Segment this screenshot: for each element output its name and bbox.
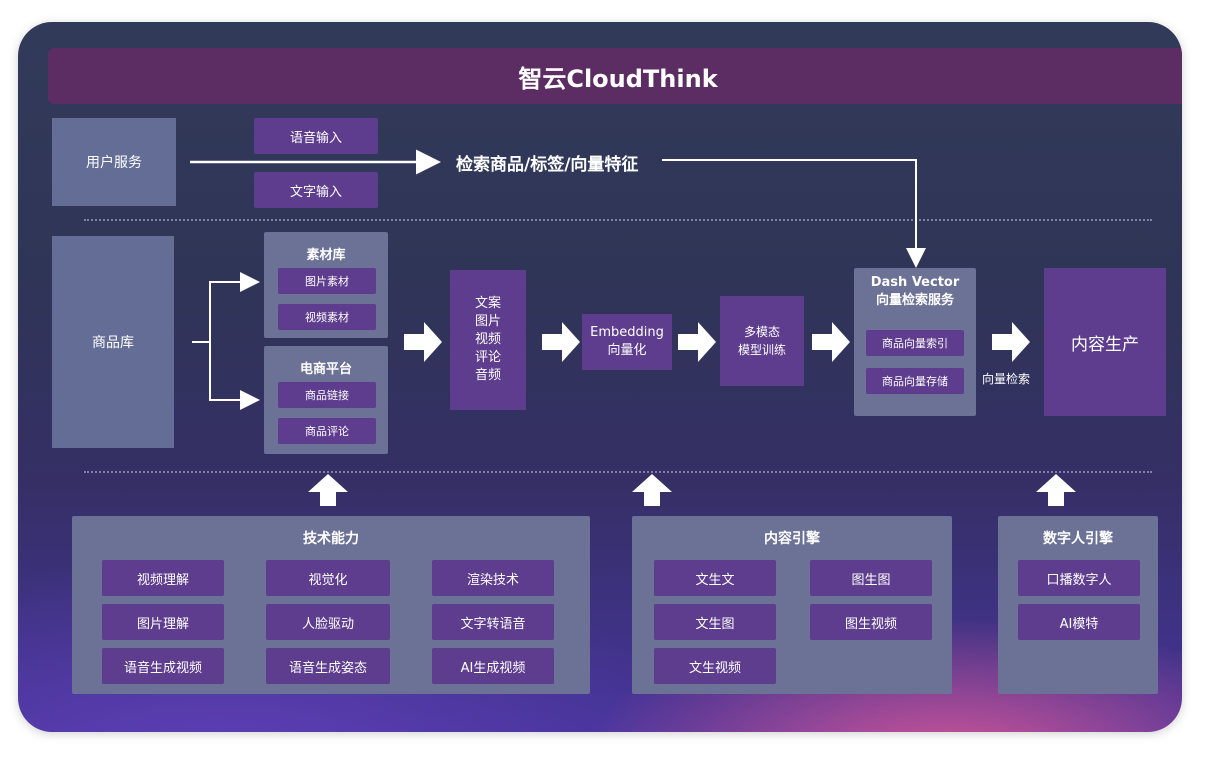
text-input-label: 文字输入 [289, 184, 342, 200]
divider-top [84, 219, 1152, 221]
product-link-label: 商品链接 [305, 389, 349, 402]
block-arrow-4 [812, 322, 850, 362]
embedding-label: Embedding [590, 325, 664, 340]
vector-storage-tag: 商品向量存储 [866, 368, 964, 394]
up-arrow-2 [632, 474, 672, 506]
tech-item-label: 文字转语音 [460, 616, 526, 632]
voice-input-box: 语音输入 [254, 118, 378, 154]
content-engine-item-3: 文生图 [654, 604, 776, 640]
dash-vector-title-2: 向量检索服务 [875, 293, 954, 308]
tech-capability-title: 技术能力 [303, 531, 359, 547]
content-engine-item-1: 文生文 [654, 560, 776, 596]
product-review-tag: 商品评论 [278, 418, 376, 444]
vector-search-label: 向量检索 [982, 372, 1031, 386]
digital-human-item-label: AI模特 [1059, 616, 1099, 632]
product-library-box: 商品库 [52, 236, 174, 448]
tech-item-9: AI生成视频 [432, 648, 554, 684]
up-arrow-3 [1036, 474, 1076, 506]
image-material-label: 图片素材 [305, 275, 349, 288]
user-service-box: 用户服务 [52, 118, 176, 206]
multimodal-label: 多模态 [743, 325, 780, 339]
content-engine-item-label: 图生图 [851, 572, 891, 588]
vector-index-label: 商品向量索引 [882, 337, 948, 350]
media-type-audio: 音频 [474, 368, 501, 383]
tech-item-7: 语音生成视频 [102, 648, 224, 684]
content-engine-item-label: 文生图 [695, 616, 735, 632]
diagram-frame: 智云CloudThink 用户服务 语音输入 文字输入 检索商品/标签/向量特征… [18, 22, 1182, 732]
digital-human-item-1: 口播数字人 [1018, 560, 1140, 596]
material-library-title: 素材库 [306, 248, 346, 263]
tech-item-label: 人脸驱动 [301, 616, 354, 632]
content-engine-title: 内容引擎 [764, 531, 820, 547]
tech-item-5: 人脸驱动 [266, 604, 390, 640]
voice-input-label: 语音输入 [289, 130, 342, 146]
digital-human-title: 数字人引擎 [1043, 531, 1113, 547]
image-material-tag: 图片素材 [278, 268, 376, 294]
dash-vector-title-1: Dash Vector [870, 275, 960, 290]
block-arrow-5 [992, 322, 1030, 362]
block-arrow-2 [542, 322, 580, 362]
product-library-label: 商品库 [92, 335, 134, 351]
model-training-label: 模型训练 [737, 343, 786, 357]
product-review-label: 商品评论 [305, 425, 349, 438]
title-bar: 智云CloudThink [48, 48, 1182, 104]
query-label: 检索商品/标签/向量特征 [456, 155, 639, 175]
video-material-tag: 视频素材 [278, 304, 376, 330]
content-engine-item-5: 文生视频 [654, 648, 776, 684]
embedding-box: Embedding 向量化 [582, 314, 672, 370]
media-type-video: 视频 [474, 332, 501, 347]
page-title: 智云CloudThink [518, 64, 718, 93]
content-production-box: 内容生产 [1044, 268, 1166, 416]
tech-item-2: 视觉化 [266, 560, 390, 596]
tech-item-3: 渲染技术 [432, 560, 554, 596]
dash-vector-title: Dash Vector 向量检索服务 [854, 274, 976, 310]
tech-item-label: 渲染技术 [466, 572, 519, 588]
tech-item-label: 图片理解 [136, 616, 189, 632]
media-type-image: 图片 [474, 314, 501, 329]
query-dashvector-arrow [662, 159, 926, 268]
connectors [190, 149, 1076, 506]
content-production-label: 内容生产 [1071, 334, 1139, 355]
media-types-box: 文案 图片 视频 评论 音频 [450, 270, 526, 410]
vector-index-tag: 商品向量索引 [866, 330, 964, 356]
up-arrow-1 [308, 474, 348, 506]
multimodal-box: 多模态 模型训练 [720, 296, 804, 386]
tech-item-label: 语音生成姿态 [288, 660, 367, 676]
content-engine-item-2: 图生图 [810, 560, 932, 596]
tech-item-4: 图片理解 [102, 604, 224, 640]
ecommerce-title: 电商平台 [299, 362, 352, 377]
tech-item-1: 视频理解 [102, 560, 224, 596]
divider-bottom [84, 471, 1152, 473]
content-engine-item-label: 文生文 [695, 572, 735, 588]
tech-item-8: 语音生成姿态 [266, 648, 390, 684]
tech-item-label: AI生成视频 [460, 660, 526, 676]
product-branch-lines [192, 272, 260, 410]
tech-item-label: 语音生成视频 [123, 660, 202, 676]
media-type-review: 评论 [474, 350, 501, 365]
content-engine-item-label: 文生视频 [688, 660, 741, 676]
vectorization-label: 向量化 [607, 343, 647, 358]
vector-storage-label: 商品向量存储 [882, 375, 948, 388]
tech-item-label: 视频理解 [136, 572, 189, 588]
content-engine-item-4: 图生视频 [810, 604, 932, 640]
block-arrow-1 [404, 322, 442, 362]
block-arrow-3 [678, 322, 716, 362]
product-link-tag: 商品链接 [278, 382, 376, 408]
video-material-label: 视频素材 [305, 311, 349, 324]
content-engine-item-label: 图生视频 [844, 616, 897, 632]
digital-human-item-label: 口播数字人 [1046, 572, 1112, 588]
user-service-label: 用户服务 [86, 155, 142, 171]
tech-item-6: 文字转语音 [432, 604, 554, 640]
text-input-box: 文字输入 [254, 172, 378, 208]
digital-human-item-2: AI模特 [1018, 604, 1140, 640]
tech-item-label: 视觉化 [308, 572, 348, 588]
media-type-copy: 文案 [474, 296, 501, 311]
